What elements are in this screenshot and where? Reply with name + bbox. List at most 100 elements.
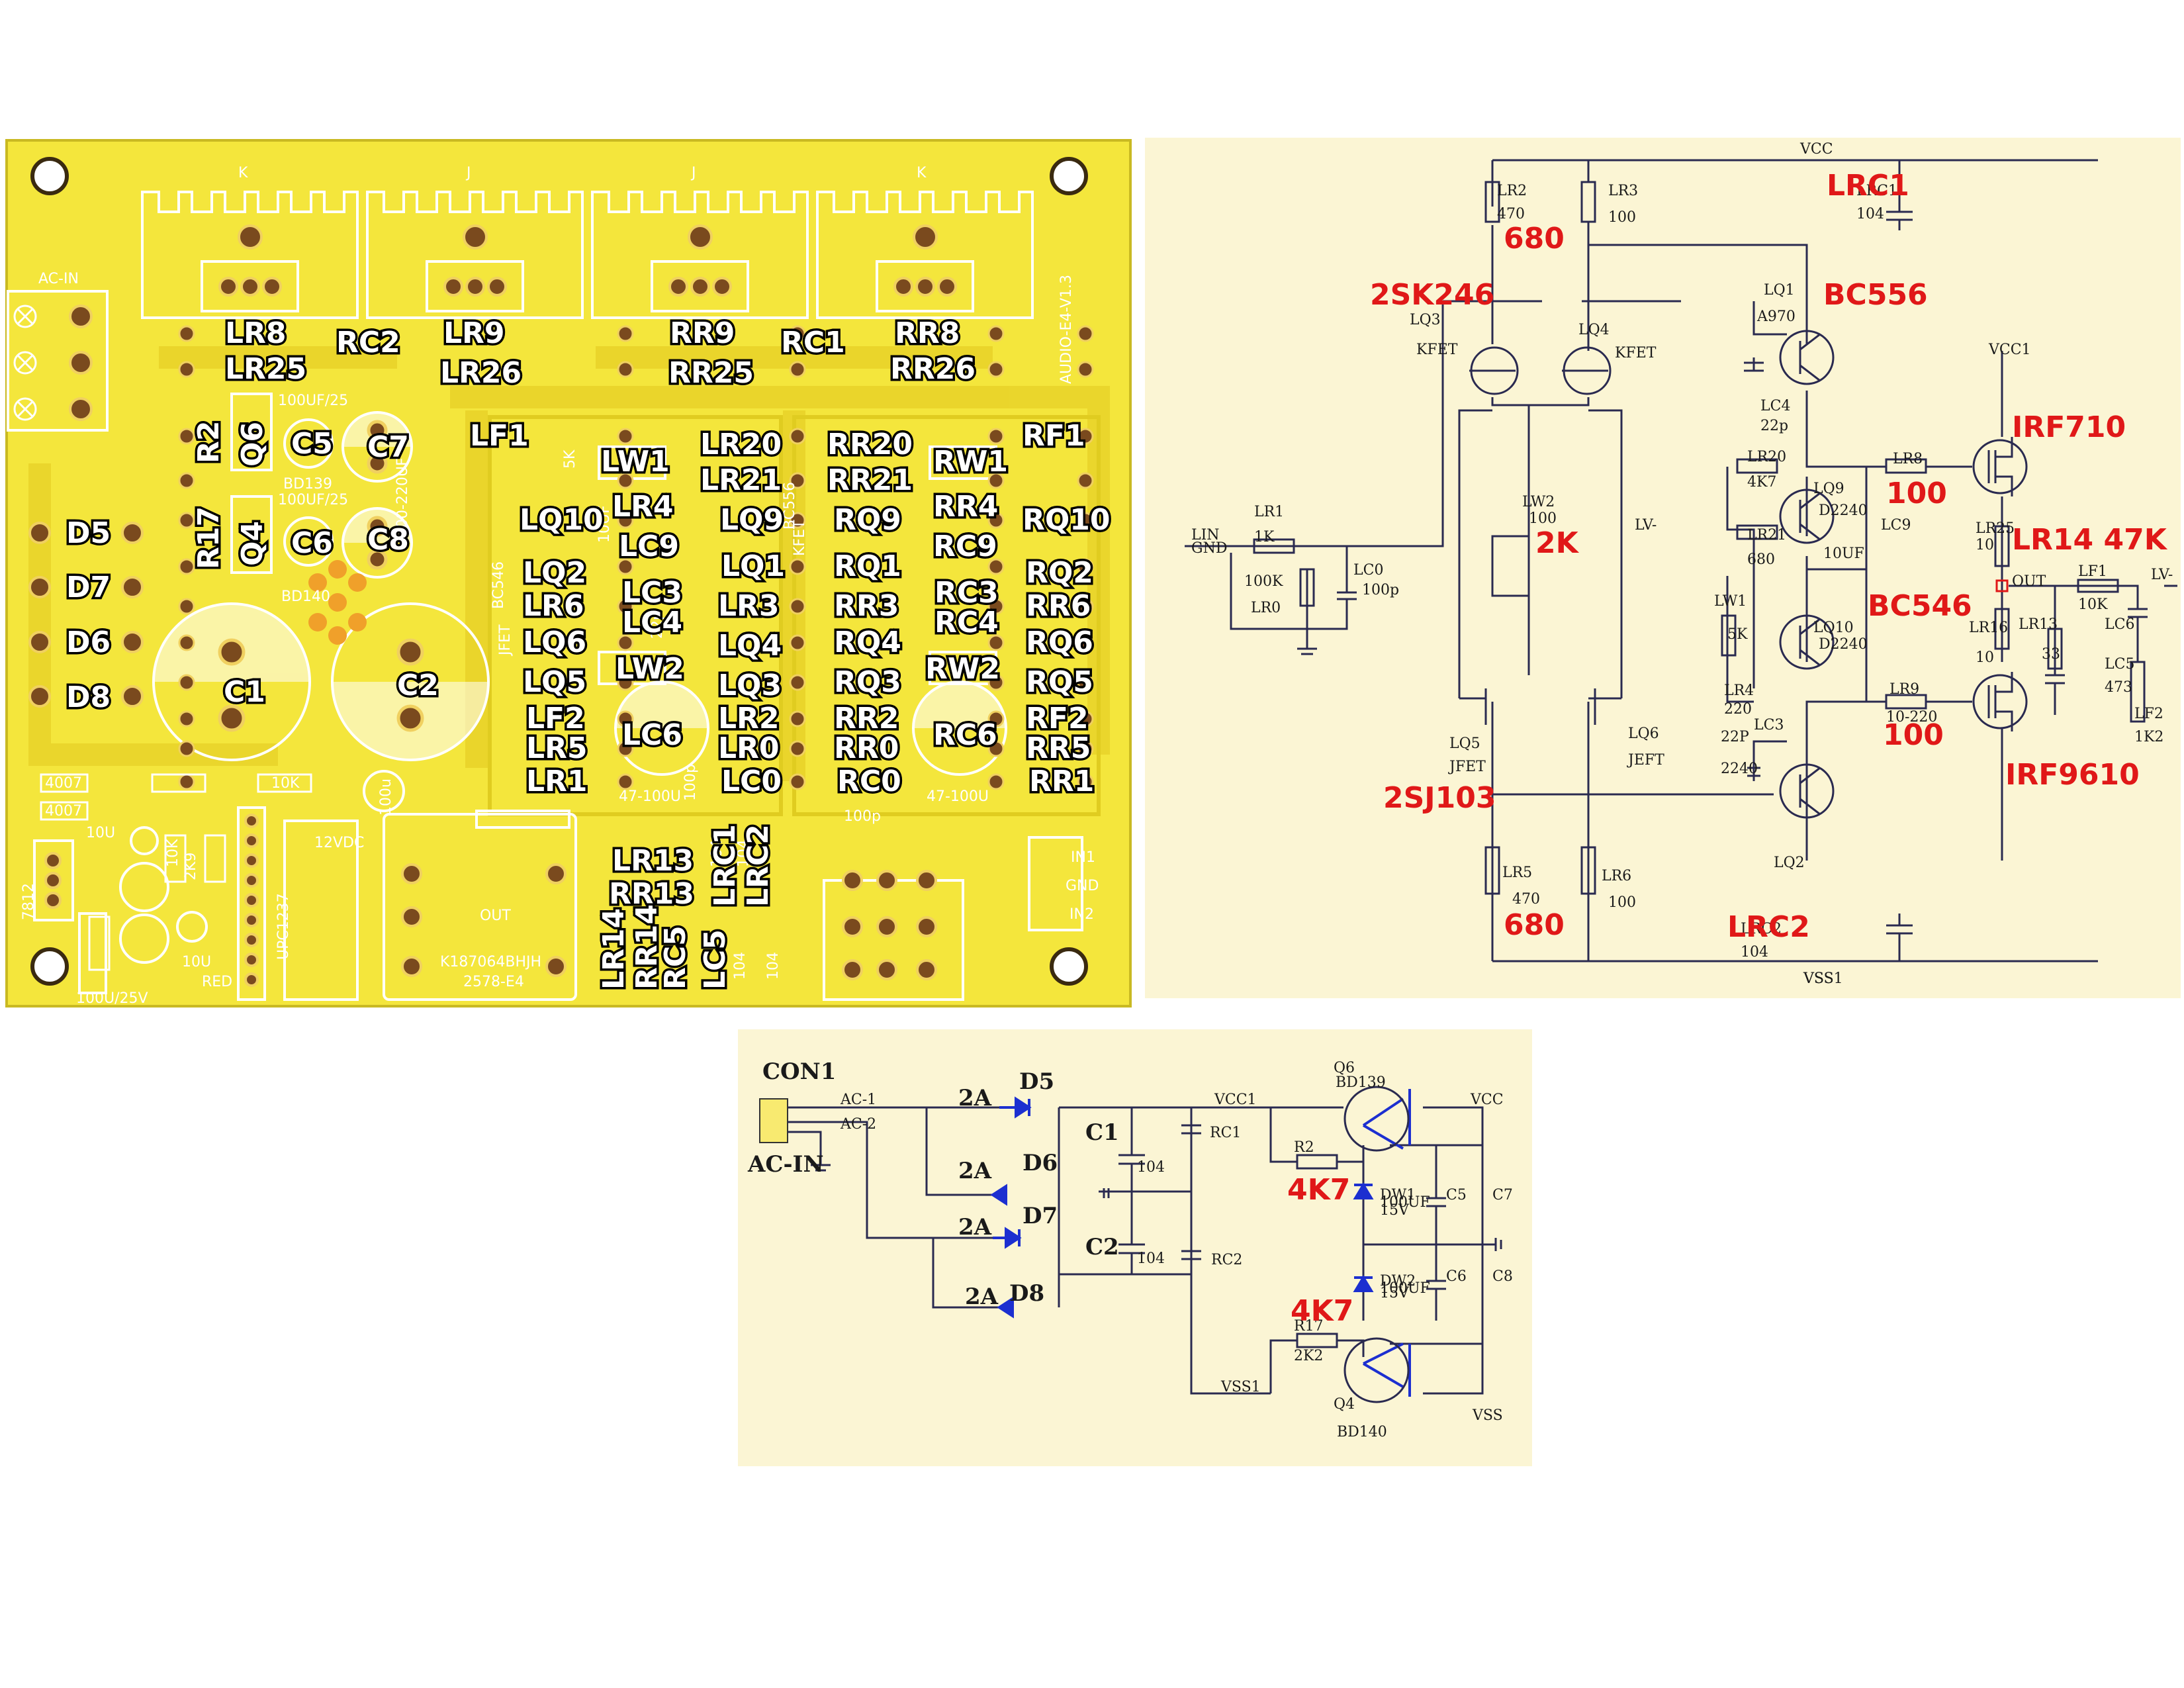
pcb-silk-text: KFET (792, 520, 808, 556)
pcb-pad (789, 512, 806, 529)
amp-annotation: 2SJ103 (1383, 781, 1496, 815)
amp-label: 100 (1608, 894, 1636, 911)
pcb-pad (617, 558, 634, 575)
pcb-label-rc9: RC9 (933, 530, 997, 563)
psu-label: R2 (1294, 1139, 1314, 1156)
psu-label: AC-IN (747, 1151, 824, 1178)
amp-annotation: IRF9610 (2005, 758, 2140, 792)
amp-label: KFET (1615, 345, 1657, 361)
pcb-pad-grid (178, 325, 1094, 790)
pcb-label-r2: R2 (192, 421, 226, 464)
pcb-silk-text: 47-100U (927, 788, 989, 805)
pcb-silk-text: 47-100U (619, 788, 681, 805)
amp-label: VSS1 (1803, 970, 1843, 987)
pcb-pad (178, 674, 195, 691)
pcb-pad (1077, 710, 1094, 727)
pcb-silk-text: RED (202, 974, 232, 990)
pcb-label-lr14: LR14 (597, 908, 631, 990)
psu-label: D8 (1009, 1280, 1044, 1307)
amp-label: LF2 (2134, 706, 2163, 722)
amp-annotation: 100 (1886, 477, 1947, 510)
pcb-silk-text: 10K (271, 775, 300, 792)
amp-label: VSS (1803, 970, 1834, 987)
psu-label: BD139 (1336, 1074, 1386, 1091)
amp-label: LC3 (1754, 717, 1784, 733)
amp-label: LR5 (1502, 865, 1532, 881)
pcb-label-lr3: LR3 (718, 589, 780, 623)
amp-label: GND (1191, 540, 1227, 557)
amp-annotation: BC556 (1823, 278, 1928, 312)
psu-label: 15V (1380, 1285, 1410, 1301)
pcb-label-lr2: LR2 (718, 702, 780, 735)
pcb-pad (987, 634, 1005, 651)
amp-label: A970 (1756, 308, 1796, 325)
pcb-silk-text: BC556 (782, 482, 798, 530)
pcb-label-c5: C5 (291, 427, 333, 461)
pcb-pad (178, 740, 195, 757)
pcb-label-lc3: LC3 (622, 576, 682, 610)
pcb-header-letter: K (238, 165, 248, 181)
pcb-label-rr3: RR3 (834, 589, 899, 623)
pcb-label-lr25: LR25 (225, 352, 306, 386)
pcb-pad (1077, 674, 1094, 691)
pcb-pad (789, 428, 806, 445)
amp-annotation: 2K (1535, 526, 1580, 560)
pcb-silk-text: 104 (709, 839, 725, 867)
pcb-pad (987, 773, 1005, 790)
pcb-pad (1077, 472, 1094, 489)
pcb-board: 100UF/25BD139100UF/25BD140100-220UF5K10U… (5, 139, 1132, 1008)
amp-annotation: LRC2 (1727, 910, 1810, 944)
pcb-pad (789, 472, 806, 489)
amp-label: LR21 (1747, 527, 1786, 543)
amp-label: LW2 (1522, 494, 1555, 510)
pcb-label-c6: C6 (291, 526, 333, 560)
psu-label: C7 (1492, 1187, 1513, 1203)
pcb-label-c7: C7 (367, 430, 409, 464)
pcb-label-rr8: RR8 (895, 316, 960, 350)
amp-annotation: 680 (1504, 908, 1565, 942)
psu-label: 15V (1380, 1202, 1410, 1219)
amp-label: LQ10 (1813, 620, 1854, 636)
psu-annotation: 4K7 (1291, 1294, 1353, 1328)
pcb-label-lr0: LR0 (718, 731, 780, 765)
amp-label: LR16 (1969, 620, 2008, 636)
psu-label: 2A (958, 1214, 992, 1241)
amp-label: 10UF (1823, 545, 1864, 562)
pcb-label-rr13: RR13 (609, 877, 694, 911)
pcb-silk-text: 10U (86, 825, 115, 841)
pcb-label-lc9: LC9 (619, 530, 679, 563)
amp-label: 100K (1244, 573, 1283, 590)
amp-label: LQ2 (1774, 855, 1805, 871)
pcb-label-rc5: RC5 (659, 925, 692, 990)
pcb-label-lq2: LQ2 (523, 556, 586, 590)
pcb-label-rr4: RR4 (933, 490, 998, 524)
amp-label: LF1 (2078, 563, 2107, 580)
amp-label: 5K (1727, 626, 1748, 643)
amp-label: 104 (1856, 206, 1884, 222)
pcb-label-d7: D7 (66, 571, 111, 604)
amp-label: 104 (1741, 944, 1768, 961)
amp-label: LQ4 (1578, 322, 1610, 338)
pcb-pad (178, 634, 195, 651)
pcb-ac-in-label: AC-IN (38, 271, 79, 287)
amp-label: LQ3 (1410, 312, 1441, 328)
amp-label: 33 (2042, 646, 2060, 663)
amp-label: LR2 (1497, 183, 1527, 199)
amp-label: LC5 (2105, 656, 2134, 673)
amp-label: 473 (2105, 679, 2132, 696)
pcb-label-rr1: RR1 (1029, 765, 1094, 798)
amp-label: D2240 (1819, 502, 1868, 519)
pcb-label-rq1: RQ1 (834, 549, 901, 583)
psu-label: VCC (1470, 1092, 1504, 1108)
pcb-pad (178, 558, 195, 575)
amp-label: LV- (2151, 567, 2173, 583)
amp-annotation: IRF710 (2012, 410, 2126, 444)
psu-label: C5 (1446, 1187, 1467, 1203)
amp-label: 10-220 (1886, 709, 1937, 726)
pcb-silk-text: JFET (497, 624, 514, 657)
pcb-silk-text: 10K (165, 839, 181, 867)
amp-label: LRC2 (1741, 921, 1782, 937)
pcb-pad (789, 634, 806, 651)
amp-label: 4K7 (1747, 474, 1776, 491)
